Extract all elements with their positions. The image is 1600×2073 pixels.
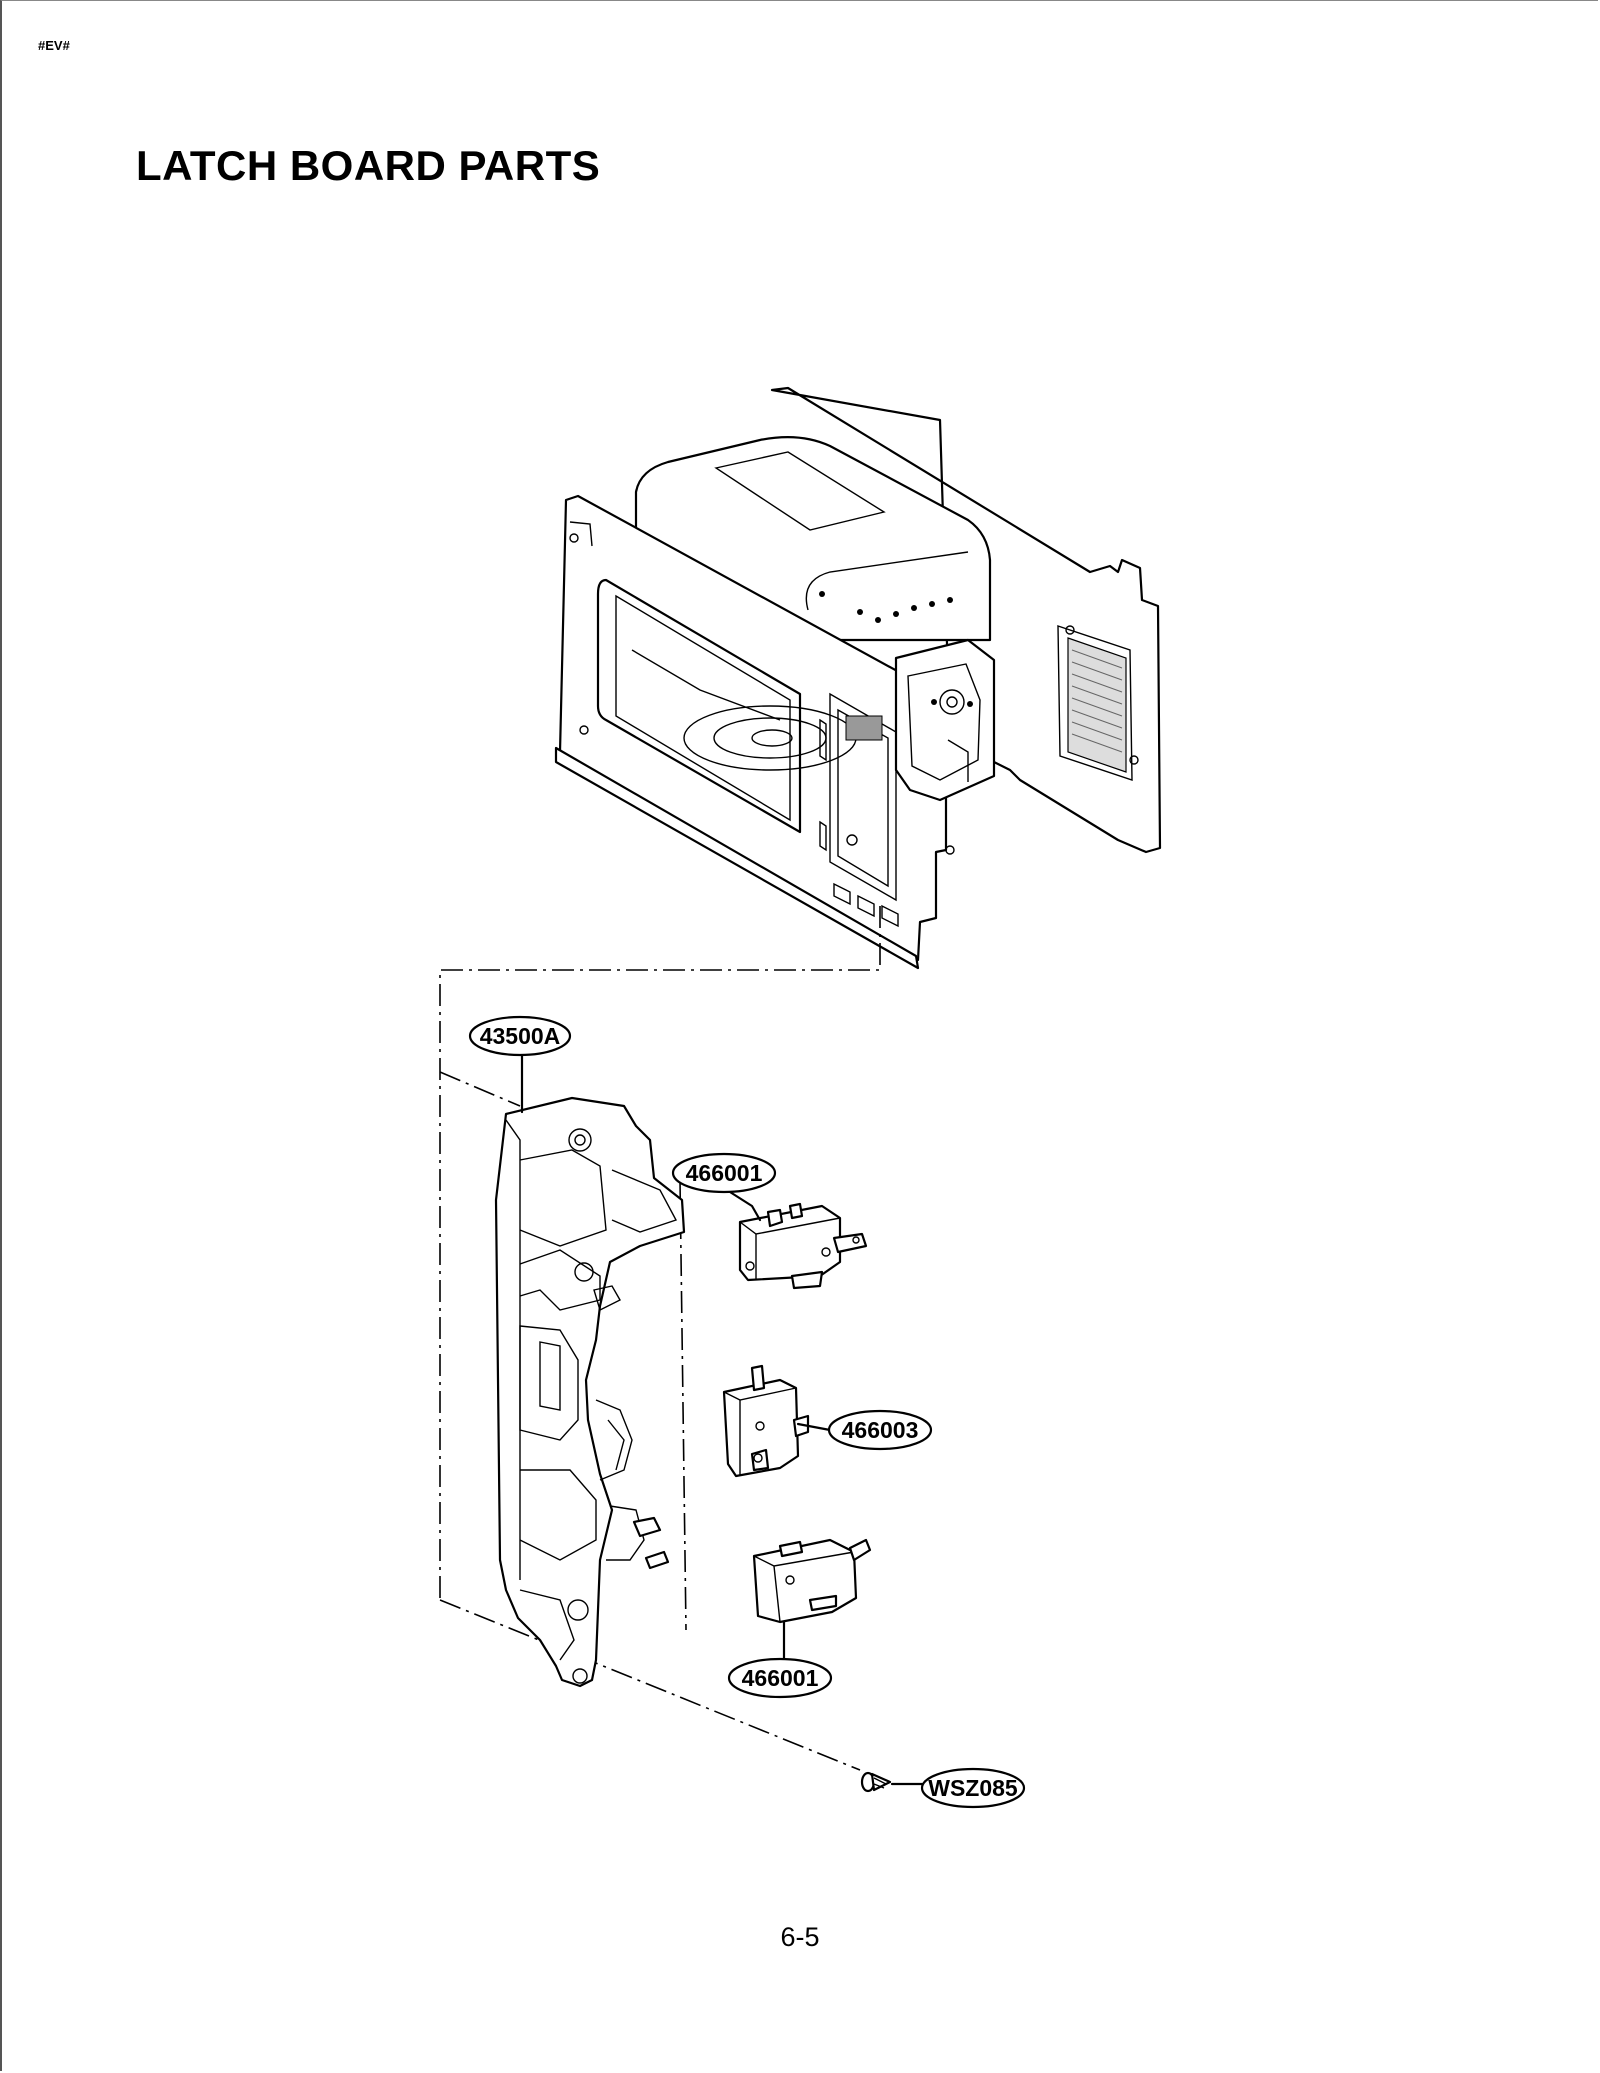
switch-middle-drawing [722, 1364, 810, 1478]
label-466001-top-text: 466001 [686, 1160, 763, 1186]
label-466001-bottom-text: 466001 [742, 1665, 819, 1691]
top-rivets [819, 591, 953, 623]
label-WSZ085-text: WSZ085 [928, 1775, 1018, 1801]
switch-top-drawing [738, 1202, 868, 1290]
label-43500A: 43500A [468, 1015, 572, 1057]
ventilation-grille [1067, 637, 1127, 773]
screw-drawing [860, 1771, 892, 1793]
switch-bottom-drawing [752, 1538, 872, 1624]
label-466003-text: 466003 [842, 1417, 919, 1443]
microwave-cavity-drawing [554, 386, 1162, 970]
label-466003: 466003 [827, 1409, 933, 1451]
label-43500A-text: 43500A [480, 1023, 561, 1049]
latch-board-drawing [494, 1096, 686, 1688]
label-466001-top: 466001 [671, 1152, 777, 1194]
alignment-lines [439, 906, 881, 1771]
document-code: #EV# [38, 38, 70, 53]
page-number: 6-5 [780, 1922, 820, 1952]
label-466001-bottom: 466001 [727, 1657, 833, 1699]
label-WSZ085: WSZ085 [920, 1767, 1026, 1809]
leader-lines [520, 1053, 924, 1786]
page-title: LATCH BOARD PARTS [136, 142, 601, 189]
